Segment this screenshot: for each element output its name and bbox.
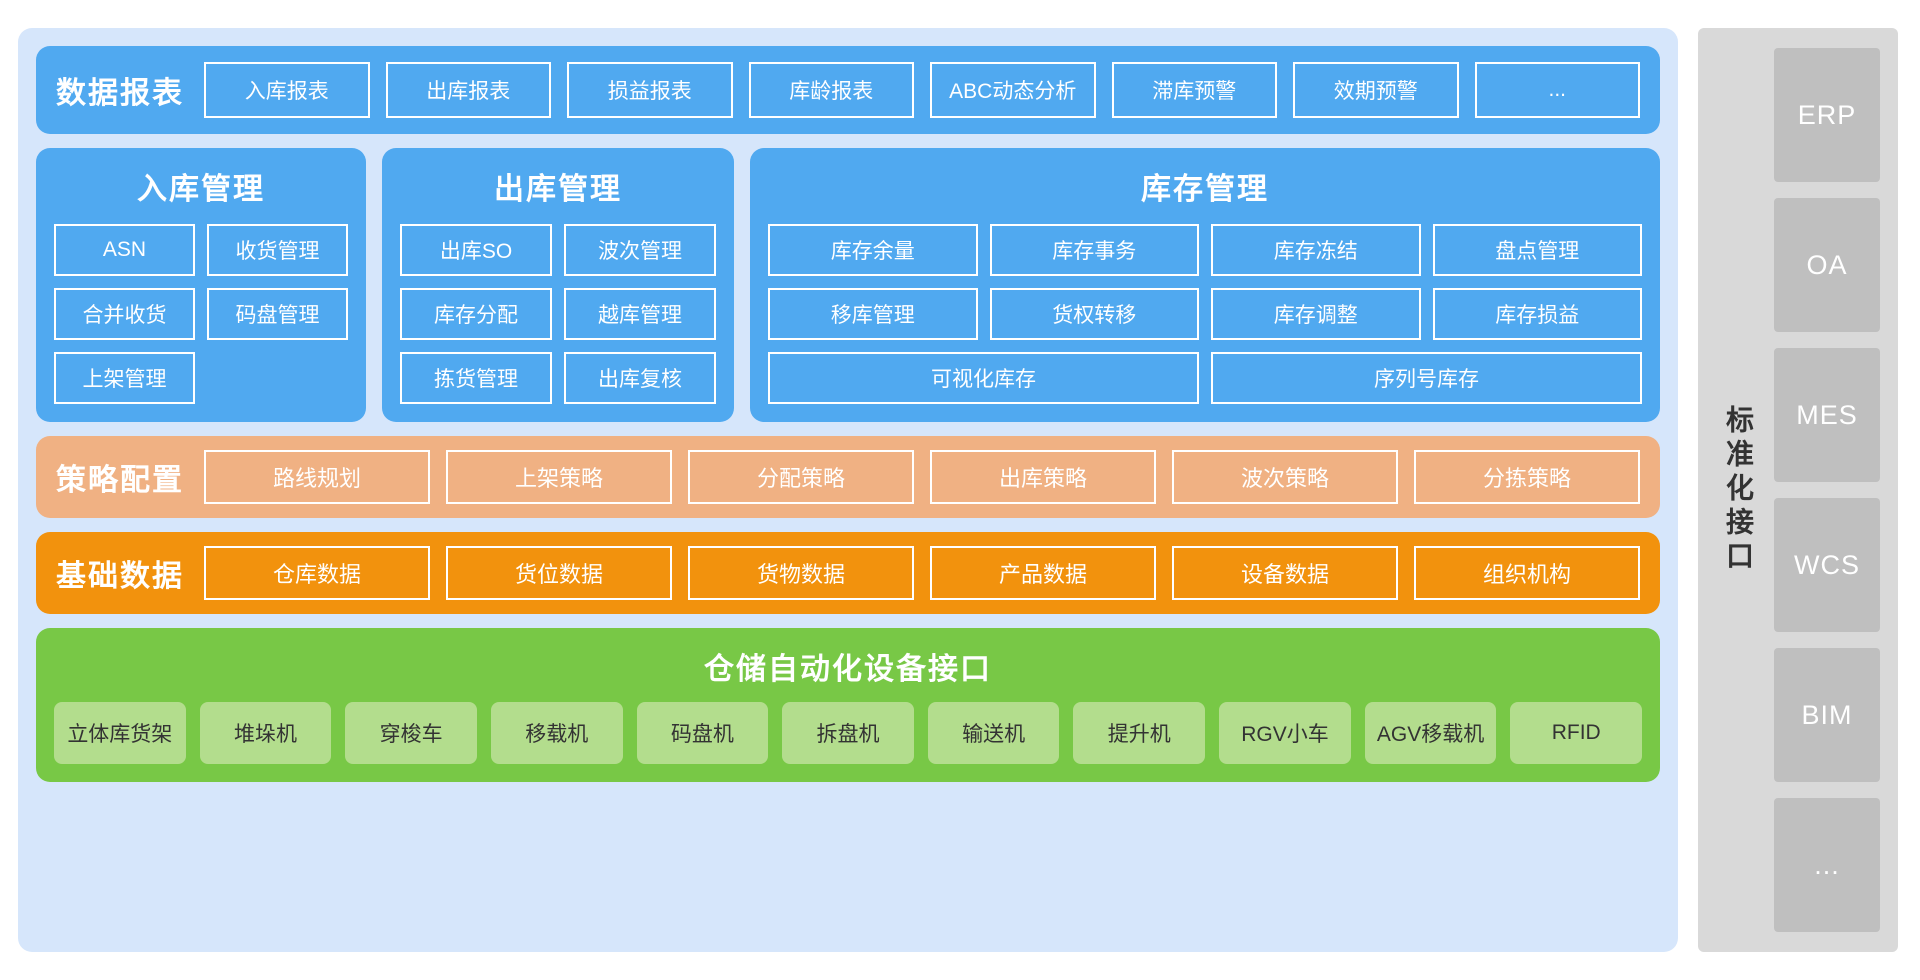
data-reports-title: 数据报表 bbox=[56, 77, 184, 110]
inbound-item-palletizing[interactable]: 码盘管理 bbox=[207, 288, 348, 340]
data-reports-section: 数据报表 入库报表 出库报表 损益报表 库龄报表 ABC动态分析 滞库预警 效期… bbox=[36, 46, 1660, 134]
equipment-item-rgv[interactable]: RGV小车 bbox=[1219, 702, 1351, 764]
report-item-slow-move-alert[interactable]: 滞库预警 bbox=[1111, 62, 1277, 118]
strategy-config-section: 策略配置 路线规划 上架策略 分配策略 出库策略 波次策略 分拣策略 bbox=[36, 436, 1660, 518]
report-item-expiry-alert[interactable]: 效期预警 bbox=[1293, 62, 1459, 118]
basedata-item-warehouse[interactable]: 仓库数据 bbox=[204, 546, 430, 600]
basedata-item-equipment[interactable]: 设备数据 bbox=[1172, 546, 1398, 600]
equipment-item-conveyor[interactable]: 输送机 bbox=[927, 702, 1060, 764]
report-item-stock-age[interactable]: 库龄报表 bbox=[748, 62, 914, 118]
stock-item-cycle-count[interactable]: 盘点管理 bbox=[1432, 224, 1642, 276]
report-item-profit-loss[interactable]: 损益报表 bbox=[567, 62, 733, 118]
stock-item-freeze[interactable]: 库存冻结 bbox=[1211, 224, 1421, 276]
outbound-management-card: 出库管理 出库SO 波次管理 库存分配 越库管理 拣货管理 出库复核 bbox=[382, 148, 734, 422]
system-item-oa[interactable]: OA bbox=[1774, 198, 1880, 332]
standard-interface-sidebar: 标准化接口 ERP OA MES WCS BIM ... bbox=[1698, 28, 1898, 952]
report-item-abc-analysis[interactable]: ABC动态分析 bbox=[930, 62, 1096, 118]
equipment-item-lifter[interactable]: 提升机 bbox=[1073, 702, 1206, 764]
outbound-item-crossdock[interactable]: 越库管理 bbox=[564, 288, 716, 340]
inbound-item-spacer bbox=[207, 352, 348, 404]
inbound-management-card: 入库管理 ASN 收货管理 合并收货 码盘管理 上架管理 bbox=[36, 148, 366, 422]
system-item-bim[interactable]: BIM bbox=[1774, 648, 1880, 782]
standard-interface-label: 标准化接口 bbox=[1723, 405, 1754, 575]
basic-data-title: 基础数据 bbox=[56, 560, 184, 593]
system-item-more[interactable]: ... bbox=[1774, 798, 1880, 932]
strategy-item-route-planning[interactable]: 路线规划 bbox=[204, 450, 430, 504]
stock-item-balance[interactable]: 库存余量 bbox=[768, 224, 978, 276]
equipment-item-agv[interactable]: AGV移载机 bbox=[1364, 702, 1497, 764]
stock-management-grid: 库存余量 库存事务 库存冻结 盘点管理 移库管理 货权转移 库存调整 库存损益 bbox=[768, 224, 1642, 340]
system-item-erp[interactable]: ERP bbox=[1774, 48, 1880, 182]
stock-item-profit-loss[interactable]: 库存损益 bbox=[1432, 288, 1642, 340]
basic-data-section: 基础数据 仓库数据 货位数据 货物数据 产品数据 设备数据 组织机构 bbox=[36, 532, 1660, 614]
strategy-item-sorting[interactable]: 分拣策略 bbox=[1414, 450, 1640, 504]
stock-item-transaction[interactable]: 库存事务 bbox=[989, 224, 1199, 276]
system-item-mes[interactable]: MES bbox=[1774, 348, 1880, 482]
stock-item-ownership-transfer[interactable]: 货权转移 bbox=[989, 288, 1199, 340]
basedata-item-location[interactable]: 货位数据 bbox=[446, 546, 672, 600]
external-systems-list: ERP OA MES WCS BIM ... bbox=[1774, 48, 1880, 932]
equipment-item-asrs-rack[interactable]: 立体库货架 bbox=[54, 702, 186, 764]
stock-item-adjustment[interactable]: 库存调整 bbox=[1211, 288, 1421, 340]
inbound-management-grid: ASN 收货管理 合并收货 码盘管理 上架管理 bbox=[54, 224, 348, 404]
automation-equipment-title: 仓储自动化设备接口 bbox=[704, 653, 992, 686]
equipment-item-stacker-crane[interactable]: 堆垛机 bbox=[199, 702, 332, 764]
equipment-item-palletizer[interactable]: 码盘机 bbox=[636, 702, 769, 764]
basedata-item-product[interactable]: 产品数据 bbox=[930, 546, 1156, 600]
outbound-item-recheck[interactable]: 出库复核 bbox=[564, 352, 716, 404]
equipment-item-depalletizer[interactable]: 拆盘机 bbox=[782, 702, 914, 764]
stock-management-title: 库存管理 bbox=[1141, 173, 1269, 206]
management-row: 入库管理 ASN 收货管理 合并收货 码盘管理 上架管理 出库管理 出库SO 波… bbox=[36, 148, 1660, 422]
stock-item-serial-inventory[interactable]: 序列号库存 bbox=[1211, 352, 1642, 404]
strategy-item-allocation[interactable]: 分配策略 bbox=[688, 450, 914, 504]
stock-item-transfer[interactable]: 移库管理 bbox=[768, 288, 978, 340]
inbound-item-putaway[interactable]: 上架管理 bbox=[54, 352, 195, 404]
strategy-item-wave[interactable]: 波次策略 bbox=[1172, 450, 1398, 504]
basedata-item-goods[interactable]: 货物数据 bbox=[688, 546, 914, 600]
wms-platform-panel: 数据报表 入库报表 出库报表 损益报表 库龄报表 ABC动态分析 滞库预警 效期… bbox=[18, 28, 1678, 952]
stock-item-visual-inventory[interactable]: 可视化库存 bbox=[768, 352, 1199, 404]
report-item-outbound[interactable]: 出库报表 bbox=[385, 62, 551, 118]
equipment-item-transfer-machine[interactable]: 移载机 bbox=[490, 702, 623, 764]
strategy-item-putaway[interactable]: 上架策略 bbox=[446, 450, 672, 504]
stock-management-card: 库存管理 库存余量 库存事务 库存冻结 盘点管理 移库管理 货权转移 库存调整 … bbox=[750, 148, 1660, 422]
strategy-config-title: 策略配置 bbox=[56, 464, 184, 497]
outbound-management-grid: 出库SO 波次管理 库存分配 越库管理 拣货管理 出库复核 bbox=[400, 224, 716, 404]
outbound-item-so[interactable]: 出库SO bbox=[400, 224, 552, 276]
outbound-item-picking[interactable]: 拣货管理 bbox=[400, 352, 552, 404]
inbound-item-asn[interactable]: ASN bbox=[54, 224, 195, 276]
basedata-item-organization[interactable]: 组织机构 bbox=[1414, 546, 1640, 600]
report-item-more[interactable]: ... bbox=[1474, 62, 1640, 118]
strategy-item-outbound[interactable]: 出库策略 bbox=[930, 450, 1156, 504]
system-item-wcs[interactable]: WCS bbox=[1774, 498, 1880, 632]
stock-management-wide-grid: 可视化库存 序列号库存 bbox=[768, 352, 1642, 404]
outbound-management-title: 出库管理 bbox=[494, 173, 622, 206]
equipment-item-rfid[interactable]: RFID bbox=[1510, 702, 1643, 764]
inbound-management-title: 入库管理 bbox=[137, 173, 265, 206]
inbound-item-merge-receiving[interactable]: 合并收货 bbox=[54, 288, 195, 340]
outbound-item-allocation[interactable]: 库存分配 bbox=[400, 288, 552, 340]
automation-equipment-row: 立体库货架 堆垛机 穿梭车 移载机 码盘机 拆盘机 输送机 提升机 RGV小车 … bbox=[54, 702, 1643, 764]
automation-equipment-section: 仓储自动化设备接口 立体库货架 堆垛机 穿梭车 移载机 码盘机 拆盘机 输送机 … bbox=[36, 628, 1660, 782]
outbound-item-wave[interactable]: 波次管理 bbox=[564, 224, 716, 276]
equipment-item-shuttle[interactable]: 穿梭车 bbox=[345, 702, 477, 764]
report-item-inbound[interactable]: 入库报表 bbox=[204, 62, 370, 118]
inbound-item-receiving[interactable]: 收货管理 bbox=[207, 224, 348, 276]
